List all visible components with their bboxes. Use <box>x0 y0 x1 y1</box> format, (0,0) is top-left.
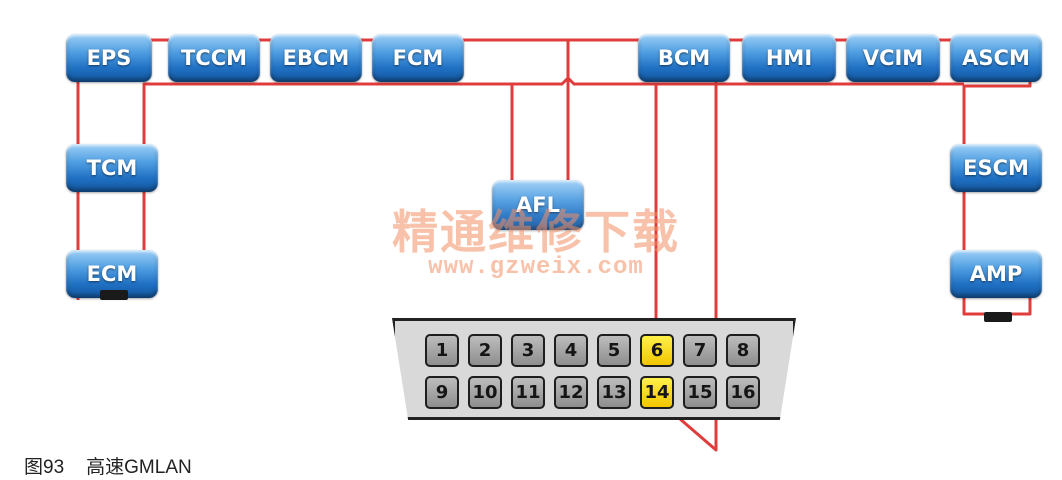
ecm-terminator <box>100 290 128 300</box>
dlc-pin-12: 12 <box>554 376 588 409</box>
dlc-pin-5: 5 <box>597 334 631 367</box>
dlc-pin-11: 11 <box>511 376 545 409</box>
module-eps: EPS <box>66 34 152 82</box>
module-afl: AFL <box>492 180 584 230</box>
module-vcim: VCIM <box>846 34 940 82</box>
dlc-pin-13: 13 <box>597 376 631 409</box>
module-tcm: TCM <box>66 144 158 192</box>
dlc-pin-10: 10 <box>468 376 502 409</box>
dlc-pin-15: 15 <box>683 376 717 409</box>
figure-number: 图93 <box>24 457 65 478</box>
dlc-pin-7: 7 <box>683 334 717 367</box>
figure-title: 高速GMLAN <box>86 457 192 478</box>
dlc-pin-9: 9 <box>425 376 459 409</box>
amp-terminator <box>984 312 1012 322</box>
dlc-pin-16: 16 <box>726 376 760 409</box>
module-tccm: TCCM <box>168 34 260 82</box>
module-bcm: BCM <box>638 34 730 82</box>
module-escm: ESCM <box>950 144 1042 192</box>
figure-caption: 图93 高速GMLAN <box>24 452 214 479</box>
watermark-url: www.gzweix.com <box>428 254 644 281</box>
dlc-pin-6: 6 <box>640 334 674 367</box>
module-hmi: HMI <box>742 34 836 82</box>
watermark-text: 精通维修下载 <box>392 205 680 259</box>
bus-line-lower <box>142 76 964 296</box>
module-ebcm: EBCM <box>270 34 362 82</box>
dlc-pin-8: 8 <box>726 334 760 367</box>
dlc-pin-3: 3 <box>511 334 545 367</box>
dlc-pin-1: 1 <box>425 334 459 367</box>
dlc-pin-2: 2 <box>468 334 502 367</box>
module-amp: AMP <box>950 250 1042 298</box>
module-ascm: ASCM <box>950 34 1042 82</box>
dlc-pin-14: 14 <box>640 376 674 409</box>
dlc-pin-4: 4 <box>554 334 588 367</box>
module-fcm: FCM <box>372 34 464 82</box>
